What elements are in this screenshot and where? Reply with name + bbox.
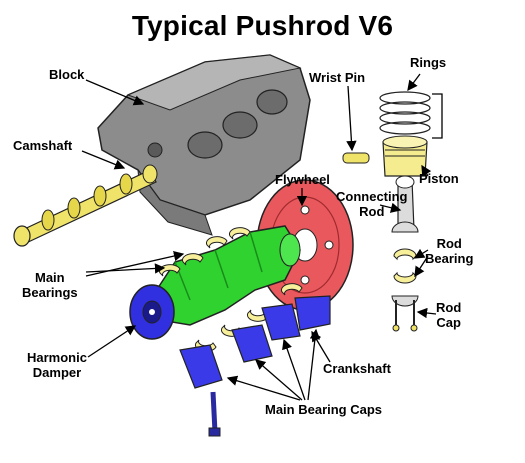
label-connecting-rod-line1: Connecting — [336, 189, 408, 204]
label-harmonic-damper-line2: Damper — [32, 365, 82, 380]
harmonic-damper — [129, 284, 175, 340]
main-bearing-caps — [179, 295, 331, 389]
label-rod-bearing-line1: Rod — [436, 236, 462, 251]
connecting-rod — [391, 175, 419, 233]
label-harmonic-damper-line1: Harmonic — [27, 350, 87, 365]
rod-bearing — [393, 248, 417, 284]
cap-bolt — [208, 391, 221, 437]
label-rod-cap-line2: Cap — [436, 315, 461, 330]
camshaft — [13, 164, 158, 247]
label-block: Block — [49, 67, 85, 82]
label-main-bearings: Main Bearings — [22, 270, 78, 300]
piston — [382, 135, 428, 177]
label-rod-bearing: Rod Bearing — [425, 236, 473, 266]
label-rod-cap: Rod Cap — [436, 300, 461, 330]
label-rod-cap-line1: Rod — [436, 300, 462, 315]
label-main-bearings-line2: Bearings — [22, 285, 78, 300]
wrist-pin — [342, 152, 370, 164]
label-rod-bearing-line2: Bearing — [425, 251, 474, 266]
label-flywheel: Flywheel — [275, 172, 330, 187]
label-crankshaft: Crankshaft — [323, 361, 391, 376]
crankshaft — [149, 225, 301, 326]
diagram-title: Typical Pushrod V6 — [131, 10, 394, 41]
label-wrist-pin: Wrist Pin — [309, 70, 366, 85]
label-harmonic-damper: Harmonic Damper — [27, 350, 87, 380]
rod-cap — [391, 295, 419, 332]
label-rings: Rings — [410, 55, 447, 70]
label-connecting-rod-line2: Rod — [359, 204, 385, 219]
label-main-bearing-caps: Main Bearing Caps — [265, 402, 383, 417]
label-piston: Piston — [419, 171, 459, 186]
label-camshaft: Camshaft — [13, 138, 73, 153]
label-connecting-rod: Connecting Rod — [336, 189, 408, 219]
label-main-bearings-line1: Main — [35, 270, 65, 285]
leader-lines — [81, 73, 443, 401]
piston-rings — [379, 91, 431, 135]
